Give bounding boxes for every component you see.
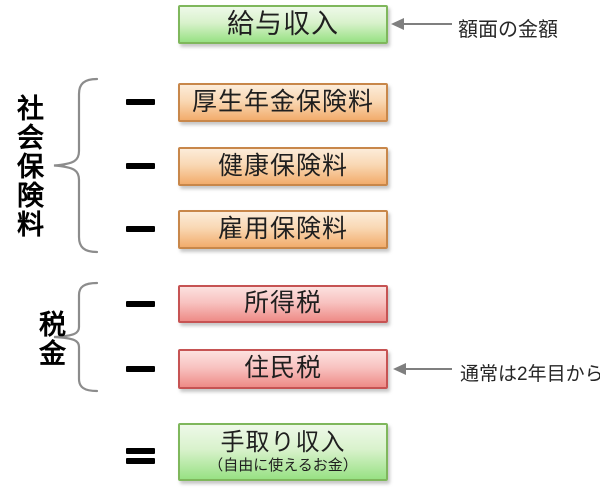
take-home-sublabel: （自由に使えるお金） — [208, 456, 358, 474]
gross-salary-label: 給与収入 — [227, 8, 339, 39]
equals-bar — [126, 458, 155, 464]
pension-premium-box: 厚生年金保険料 — [178, 83, 388, 122]
gross-amount-annotation: 額面の金額 — [458, 19, 558, 41]
tax-group-label: 税金 — [35, 310, 65, 368]
health-insurance-label: 健康保険料 — [217, 151, 348, 180]
take-home-label: 手取り収入 — [220, 429, 346, 457]
resident-tax-annotation: 通常は2年目から — [460, 364, 600, 385]
arrow-line — [404, 368, 452, 370]
minus-operator — [126, 99, 155, 105]
tax-brace — [53, 281, 99, 393]
resident-tax-label: 住民税 — [243, 354, 322, 383]
equals-bar — [126, 448, 155, 454]
left-arrow-icon — [393, 363, 406, 375]
social-insurance-brace — [53, 77, 99, 254]
gross-salary-box: 給与収入 — [178, 5, 388, 44]
minus-operator — [126, 226, 155, 232]
arrow-line — [402, 23, 452, 25]
take-home-box: 手取り収入 （自由に使えるお金） — [178, 423, 388, 481]
social-insurance-group-label: 社会保険料 — [13, 94, 43, 239]
left-arrow-icon — [391, 18, 404, 30]
minus-operator — [126, 366, 155, 372]
income-tax-label: 所得税 — [243, 289, 322, 318]
resident-tax-box: 住民税 — [178, 349, 388, 389]
employment-insurance-box: 雇用保険料 — [178, 210, 388, 249]
equals-operator — [126, 448, 155, 464]
income-tax-box: 所得税 — [178, 285, 388, 323]
employment-insurance-label: 雇用保険料 — [217, 214, 348, 243]
minus-operator — [126, 301, 155, 307]
pension-premium-label: 厚生年金保険料 — [191, 87, 374, 116]
minus-operator — [126, 163, 155, 169]
health-insurance-box: 健康保険料 — [178, 147, 388, 186]
